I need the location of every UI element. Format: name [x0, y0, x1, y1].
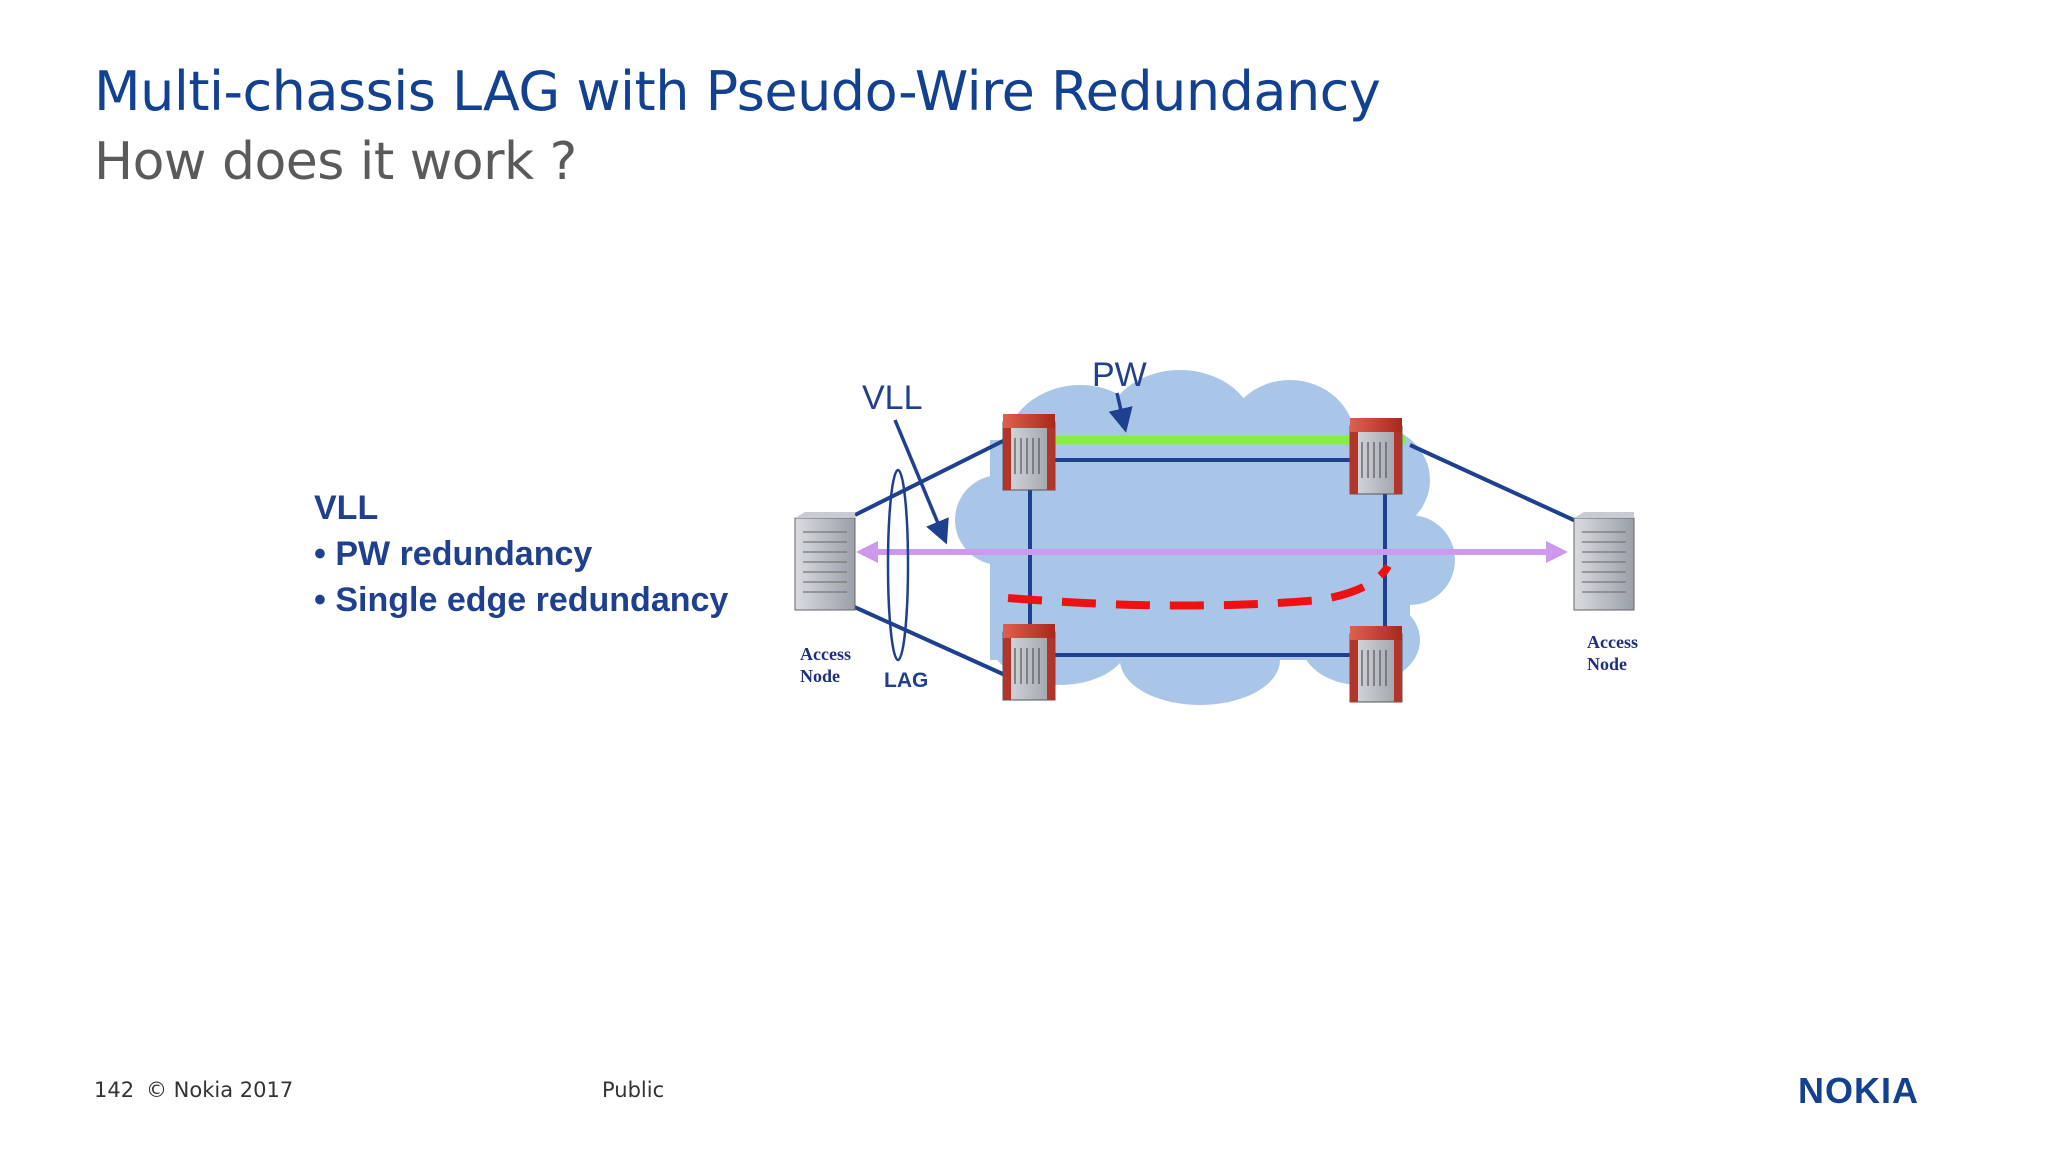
access-node-left — [794, 512, 856, 611]
lag-label: LAG — [884, 669, 928, 692]
access-node-left-label-line1: Access — [800, 644, 851, 664]
access-node-right-label-line2: Node — [1587, 654, 1627, 674]
pw-label: PW — [1092, 356, 1147, 394]
vll-diagram-label: VLL — [862, 379, 923, 417]
footer-copyright: © Nokia 2017 — [146, 1078, 294, 1102]
lag-ellipse — [886, 468, 910, 662]
pe-router-bottom-right — [1349, 626, 1403, 703]
access-node-right — [1573, 512, 1635, 611]
slide-title: Multi-chassis LAG with Pseudo-Wire Redun… — [94, 60, 1381, 123]
bullet-heading: VLL — [314, 489, 379, 527]
footer-classification: Public — [602, 1078, 665, 1102]
pe-router-bottom-left — [1002, 624, 1056, 701]
bullet-list: VLL • PW redundancy • Single edge redund… — [314, 485, 728, 623]
bullet-item-single-edge-redundancy: • Single edge redundancy — [314, 581, 729, 619]
vll-callout-arrow — [893, 419, 949, 545]
access-node-right-label-line1: Access — [1587, 632, 1638, 652]
slide-subtitle: How does it work ? — [94, 132, 577, 192]
vll-line — [856, 541, 1568, 563]
bullet-item-pw-redundancy: • PW redundancy — [314, 535, 593, 573]
access-node-left-label-line2: Node — [800, 666, 840, 686]
pe-router-top-right — [1349, 418, 1403, 495]
access-links — [849, 438, 1579, 677]
pw-callout-arrow — [1108, 392, 1133, 433]
nokia-logo: NOKIA — [1798, 1070, 1919, 1111]
footer-page-number: 142 — [94, 1078, 135, 1102]
standby-pw-line — [1007, 563, 1392, 610]
pe-router-top-left — [1002, 414, 1056, 491]
